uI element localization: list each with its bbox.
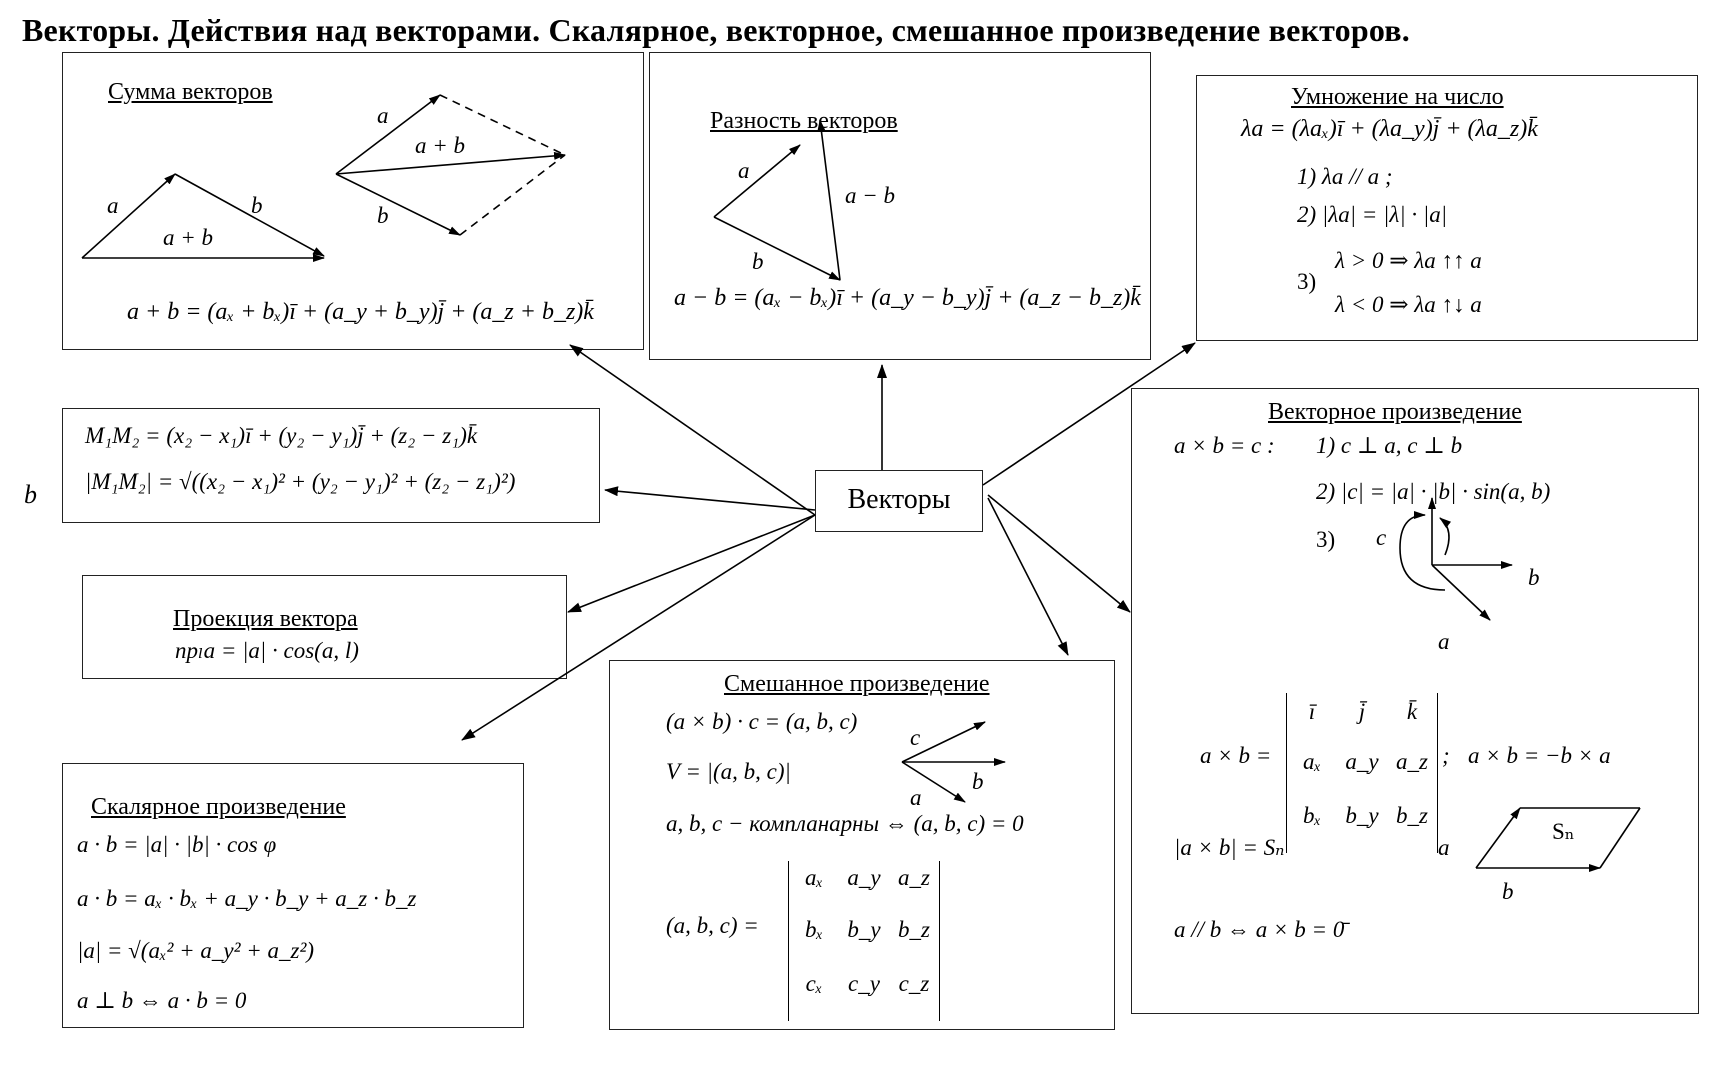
scalar-f3: |a| = √(aₓ² + a_y² + a_z²) (77, 938, 315, 963)
mixed-cell: bₓ (804, 917, 824, 942)
stray-b-label: b (24, 480, 37, 509)
proj-box: Проекция вектора npₗa = |a| · cos(a, l) (82, 575, 567, 679)
mixed-cell: cₓ (805, 971, 823, 996)
vector-parallel-condition: a // b ⇔ a × b = 0̄ (1174, 917, 1345, 942)
mixed-f2: V = |(a, b, c)| (666, 759, 791, 784)
vector-def: a × b = c : (1174, 433, 1275, 458)
vector-heading: Векторное произведение (1268, 399, 1522, 425)
diff-box: Разность векторов a a − b b a − b = (aₓ … (649, 52, 1151, 360)
vector-label-c: c (1376, 525, 1387, 550)
mixed-det-lhs: (a, b, c) = (666, 913, 759, 938)
mixed-cell: b_y (847, 917, 881, 942)
scalar-f4: a ⊥ b ⇔ a · b = 0 (77, 988, 247, 1013)
vector-label-b: b (1528, 565, 1540, 590)
arrow-to-scalar (461, 514, 816, 741)
mixed-cell: c_y (848, 971, 880, 996)
mixed-determinant: aₓ a_y a_z bₓ b_y b_z cₓ c_y c_z (788, 861, 940, 1021)
vector-anticommutative: a × b = −b × a (1468, 743, 1611, 768)
mixed-label-a: a (910, 785, 922, 810)
center-node-vectors: Векторы (815, 470, 983, 532)
mult-box: Умножение на число λa = (λaₓ)ī + (λa_y)j… (1196, 75, 1698, 341)
diff-formula: a − b = (aₓ − bₓ)ī + (a_y − b_y)j̄ + (a_… (674, 285, 1141, 311)
proj-heading: Проекция вектора (173, 606, 358, 632)
vector-p3: 3) (1316, 527, 1336, 552)
arrow-to-vector (987, 494, 1131, 613)
mult-prop3a: λ > 0 ⇒ λa ↑↑ a (1335, 248, 1482, 273)
coord-box: M₁M₂ = (x₂ − x₁)ī + (y₂ − y₁)j̄ + (z₂ − … (62, 408, 600, 523)
mult-prop2: 2) |λa| = |λ| · |a| (1297, 202, 1448, 227)
mixed-cell: aₓ (804, 865, 824, 890)
arrow-to-mixed (987, 497, 1069, 656)
mixed-cell: a_z (898, 865, 930, 890)
sum-heading: Сумма векторов (108, 79, 273, 105)
sum-box: Сумма векторов a b a + b a a + b b a + b… (62, 52, 644, 350)
sum-label-b1: b (251, 193, 263, 218)
vector-det-lhs: a × b = (1200, 743, 1272, 768)
vector-semicolon: ; (1442, 743, 1450, 768)
mixed-cell: b_z (898, 917, 930, 942)
scalar-f1: a · b = |a| · |b| · cos φ (77, 832, 277, 857)
sum-label-sum1: a + b (163, 225, 214, 250)
parallelogram-label-b: b (1502, 879, 1514, 904)
vector-cell: b_y (1345, 803, 1379, 828)
page-title: Векторы. Действия над векторами. Скалярн… (22, 12, 1410, 48)
sum-label-a2: a (377, 103, 389, 128)
vector-cell: ī (1308, 699, 1316, 724)
diff-heading: Разность векторов (710, 108, 898, 134)
vector-cell: k̄ (1406, 699, 1418, 724)
vector-cell: bₓ (1302, 803, 1322, 828)
parallelogram-label-a: a (1438, 835, 1450, 860)
vector-area-formula: |a × b| = Sₙ (1174, 835, 1285, 860)
mixed-cell: a_y (847, 865, 881, 890)
parallelogram-label-s: Sₙ (1552, 819, 1575, 844)
mixed-cell: c_z (898, 971, 930, 996)
proj-formula: npₗa = |a| · cos(a, l) (175, 638, 359, 663)
arrow-to-coord (604, 486, 816, 511)
vector-label-a: a (1438, 629, 1450, 654)
vector-cell: j̄ (1358, 699, 1366, 724)
vector-box: Векторное произведение a × b = c : 1) c … (1131, 388, 1699, 1014)
mixed-box: Смешанное произведение (a × b) · c = (a,… (609, 660, 1115, 1030)
mixed-f3: a, b, c − компланарны ⇔ (a, b, c) = 0 (666, 811, 1024, 836)
arrow-to-sum (569, 344, 816, 516)
diff-label-diff: a − b (845, 183, 896, 208)
coord-line2: |M₁M₂| = √((x₂ − x₁)² + (y₂ − y₁)² + (z₂… (85, 469, 516, 494)
coord-line1: M₁M₂ = (x₂ − x₁)ī + (y₂ − y₁)j̄ + (z₂ − … (85, 423, 478, 448)
sum-label-sum2: a + b (415, 133, 466, 158)
vector-cell: b_z (1396, 803, 1428, 828)
mult-formula: λa = (λaₓ)ī + (λa_y)j̄ + (λa_z)k̄ (1241, 116, 1538, 142)
scalar-f2: a · b = aₓ · bₓ + a_y · b_y + a_z · b_z (77, 886, 417, 911)
arrow-to-proj (567, 514, 816, 613)
mixed-heading: Смешанное произведение (724, 671, 990, 697)
mixed-label-c: c (910, 725, 921, 750)
diff-label-b: b (752, 249, 764, 274)
scalar-box: Скалярное произведение a · b = |a| · |b|… (62, 763, 524, 1028)
scalar-heading: Скалярное произведение (91, 794, 346, 820)
vector-cell: a_z (1396, 749, 1428, 774)
mult-heading: Умножение на число (1291, 84, 1504, 110)
sum-label-b2: b (377, 203, 389, 228)
vector-determinant: ī j̄ k̄ aₓ a_y a_z bₓ b_y b_z (1286, 693, 1438, 853)
vector-cell: a_y (1345, 749, 1379, 774)
vector-cell: aₓ (1302, 749, 1322, 774)
diff-label-a: a (738, 158, 750, 183)
mult-prop3b: λ < 0 ⇒ λa ↑↓ a (1335, 292, 1482, 317)
mixed-f1: (a × b) · c = (a, b, c) (666, 709, 858, 734)
mult-prop3: 3) (1297, 269, 1317, 294)
mixed-label-b: b (972, 769, 984, 794)
mult-prop1: 1) λa // a ; (1297, 164, 1393, 189)
vector-p1: 1) c ⊥ a, c ⊥ b (1316, 433, 1463, 458)
arrow-to-mult (982, 342, 1196, 486)
sum-label-a1: a (107, 193, 119, 218)
sum-formula: a + b = (aₓ + bₓ)ī + (a_y + b_y)j̄ + (a_… (127, 299, 594, 325)
